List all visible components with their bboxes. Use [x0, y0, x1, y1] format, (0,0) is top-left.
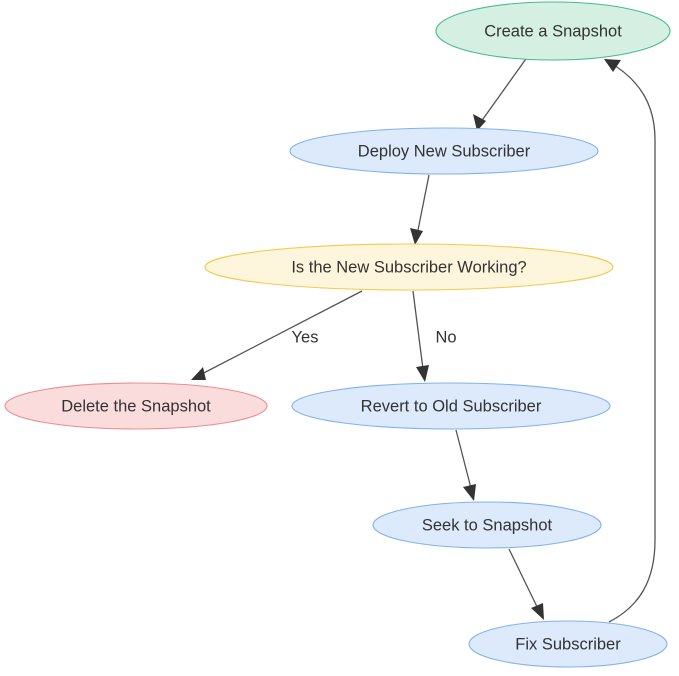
edge-decision-to-revert-to-old-subscriber: No	[412, 290, 457, 382]
node-deploy-new-subscriber[interactable]: Deploy New Subscriber	[289, 127, 599, 175]
node-label-delete-the-snapshot: Delete the Snapshot	[61, 397, 211, 415]
node-shape-deploy-new-subscriber[interactable]	[289, 127, 599, 175]
arrowhead-icon	[410, 228, 423, 245]
node-shape-create-snapshot[interactable]	[435, 1, 671, 61]
edge-line	[608, 61, 656, 623]
arrowhead-icon	[463, 484, 476, 501]
node-fix-subscriber[interactable]: Fix Subscriber	[468, 620, 668, 668]
node-shape-revert-to-old-subscriber[interactable]	[291, 382, 611, 430]
node-is-new-subscriber-working[interactable]: Is the New Subscriber Working?	[204, 243, 614, 291]
arrowhead-icon	[416, 365, 429, 382]
node-delete-the-snapshot[interactable]: Delete the Snapshot	[4, 382, 268, 430]
node-seek-to-snapshot[interactable]: Seek to Snapshot	[372, 501, 602, 549]
edges-layer: Yes No	[191, 55, 656, 623]
edge-revert-to-old-subscriber-to-seek-to-snapshot	[455, 429, 476, 501]
node-label-revert-to-old-subscriber: Revert to Old Subscriber	[361, 397, 542, 415]
edge-line	[415, 174, 430, 241]
edge-line	[477, 55, 529, 127]
node-shape-is-new-subscriber-working[interactable]	[204, 243, 614, 291]
node-label-create-snapshot: Create a Snapshot	[484, 22, 622, 40]
edge-label-yes: Yes	[292, 328, 319, 346]
edge-line	[195, 290, 363, 378]
edge-decision-to-delete-the-snapshot: Yes	[191, 290, 363, 380]
edge-deploy-new-subscriber-to-decision	[410, 174, 430, 245]
edge-label-no: No	[435, 328, 456, 346]
edge-create-snapshot-to-deploy-new-subscriber	[473, 55, 529, 131]
edge-fix-subscriber-to-create-snapshot	[604, 59, 656, 623]
node-label-fix-subscriber: Fix Subscriber	[515, 635, 621, 653]
node-create-snapshot[interactable]: Create a Snapshot	[435, 1, 671, 61]
arrowhead-icon	[473, 114, 486, 131]
node-shape-delete-the-snapshot[interactable]	[4, 382, 268, 430]
node-shape-fix-subscriber[interactable]	[468, 620, 668, 668]
arrowhead-icon	[191, 367, 206, 380]
node-label-deploy-new-subscriber: Deploy New Subscriber	[358, 142, 531, 160]
node-label-is-new-subscriber-working: Is the New Subscriber Working?	[291, 258, 526, 276]
nodes-layer: Create a Snapshot Deploy New Subscriber …	[4, 1, 671, 668]
arrowhead-icon	[604, 59, 621, 72]
edge-line	[412, 290, 425, 378]
arrowhead-icon	[531, 603, 544, 620]
edge-seek-to-snapshot-to-fix-subscriber	[508, 548, 544, 620]
edge-line	[455, 429, 474, 497]
node-label-seek-to-snapshot: Seek to Snapshot	[422, 516, 553, 534]
node-shape-seek-to-snapshot[interactable]	[372, 501, 602, 549]
edge-line	[508, 548, 542, 616]
node-revert-to-old-subscriber[interactable]: Revert to Old Subscriber	[291, 382, 611, 430]
